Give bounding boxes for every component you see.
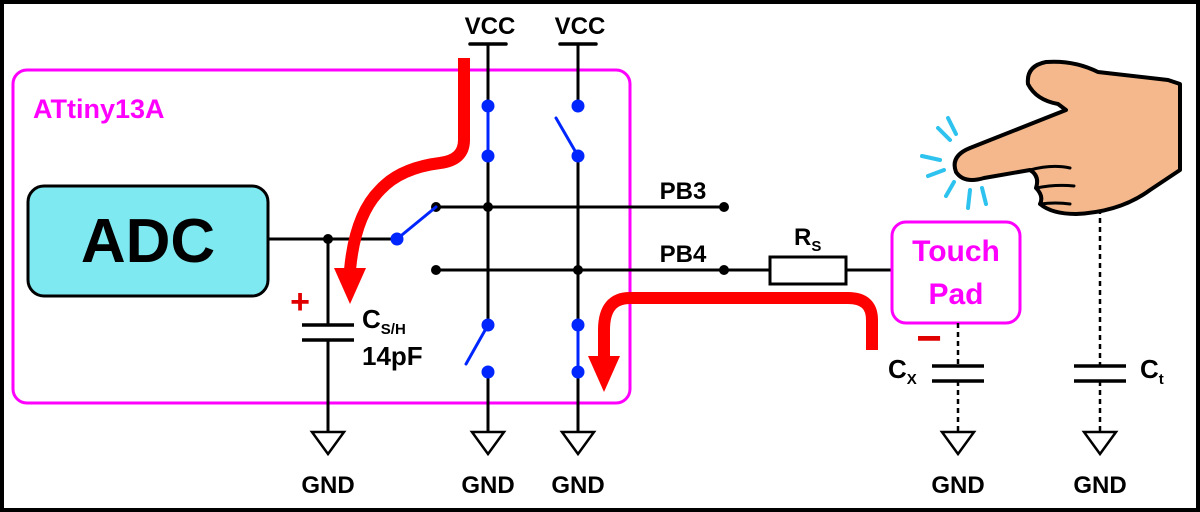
vcc-label-2: VCC bbox=[555, 13, 606, 40]
plus-sign: + bbox=[290, 283, 310, 321]
adc-label: ADC bbox=[81, 207, 215, 276]
chip-outline bbox=[11, 68, 632, 405]
junction-dots bbox=[323, 202, 729, 275]
gnd-label-5: GND bbox=[1073, 472, 1126, 499]
pb3-label: PB3 bbox=[660, 178, 707, 205]
chip-label: ATtiny13A bbox=[33, 94, 165, 124]
gnd-label-1: GND bbox=[301, 472, 354, 499]
current-arrow-charge bbox=[334, 58, 470, 304]
csh-label: CS/H bbox=[362, 304, 406, 338]
touch-spark-icon bbox=[920, 116, 988, 210]
current-arrow-discharge bbox=[588, 292, 878, 392]
pb4-label: PB4 bbox=[660, 241, 707, 268]
pointing-hand-icon bbox=[952, 59, 1182, 216]
gnd-label-3: GND bbox=[551, 472, 604, 499]
vcc-label-1: VCC bbox=[465, 13, 516, 40]
resistor-symbol-icon bbox=[768, 255, 848, 286]
cx-label: CX bbox=[888, 354, 917, 388]
cx-capacitor-icon bbox=[932, 364, 984, 383]
adc-block bbox=[26, 184, 270, 298]
capacitor-symbol-icon bbox=[302, 323, 354, 342]
csh-value: 14pF bbox=[362, 341, 423, 371]
switches bbox=[390, 99, 585, 379]
touch-pad-line2: Pad bbox=[928, 278, 983, 311]
ct-label: Ct bbox=[1140, 354, 1164, 388]
minus-sign: − bbox=[916, 314, 942, 363]
touch-pad-line1: Touch bbox=[912, 235, 1000, 268]
gnd-label-4: GND bbox=[931, 472, 984, 499]
gnd-label-2: GND bbox=[461, 472, 514, 499]
ct-capacitor-icon bbox=[1074, 364, 1126, 383]
touch-pad bbox=[890, 220, 1022, 325]
rs-label: RS bbox=[794, 224, 821, 255]
